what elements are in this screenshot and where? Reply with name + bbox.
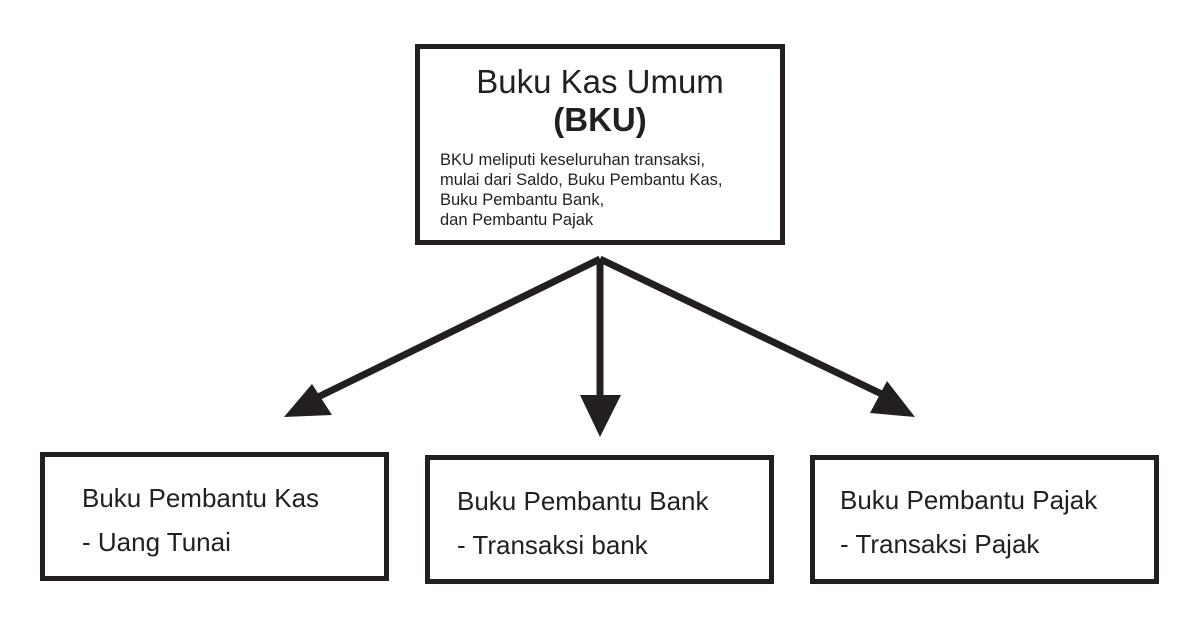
root-title: Buku Kas Umum bbox=[476, 63, 724, 100]
root-description-line: mulai dari Saldo, Buku Pembantu Kas, bbox=[440, 171, 723, 189]
arrowhead-bank bbox=[580, 395, 621, 437]
arrowhead-kas bbox=[284, 384, 332, 417]
child-title-bank: Buku Pembantu Bank bbox=[457, 486, 709, 516]
child-subtitle-kas: - Uang Tunai bbox=[82, 527, 231, 557]
root-description: BKU meliputi keseluruhan transaksi, mula… bbox=[440, 150, 723, 230]
root-box-bku: Buku Kas Umum (BKU) BKU meliputi keselur… bbox=[415, 44, 785, 245]
root-subtitle: (BKU) bbox=[553, 101, 647, 138]
child-title-kas: Buku Pembantu Kas bbox=[82, 483, 320, 513]
child-box-kas: Buku Pembantu Kas - Uang Tunai bbox=[40, 452, 389, 581]
arrowhead-pajak bbox=[870, 381, 915, 417]
root-description-line: Buku Pembantu Bank, bbox=[440, 191, 605, 209]
child-subtitle-pajak: - Transaksi Pajak bbox=[840, 529, 1040, 559]
arrow-line-kas bbox=[310, 255, 602, 404]
child-title-pajak: Buku Pembantu Pajak bbox=[840, 485, 1098, 515]
root-description-line: dan Pembantu Pajak bbox=[440, 211, 594, 229]
child-subtitle-bank: - Transaksi bank bbox=[457, 530, 648, 560]
child-box-pajak: Buku Pembantu Pajak - Transaksi Pajak bbox=[810, 455, 1159, 584]
child-box-bank: Buku Pembantu Bank - Transaksi bank bbox=[425, 455, 774, 584]
root-description-line: BKU meliputi keseluruhan transaksi, bbox=[440, 151, 706, 169]
arrow-line-pajak bbox=[598, 255, 892, 402]
